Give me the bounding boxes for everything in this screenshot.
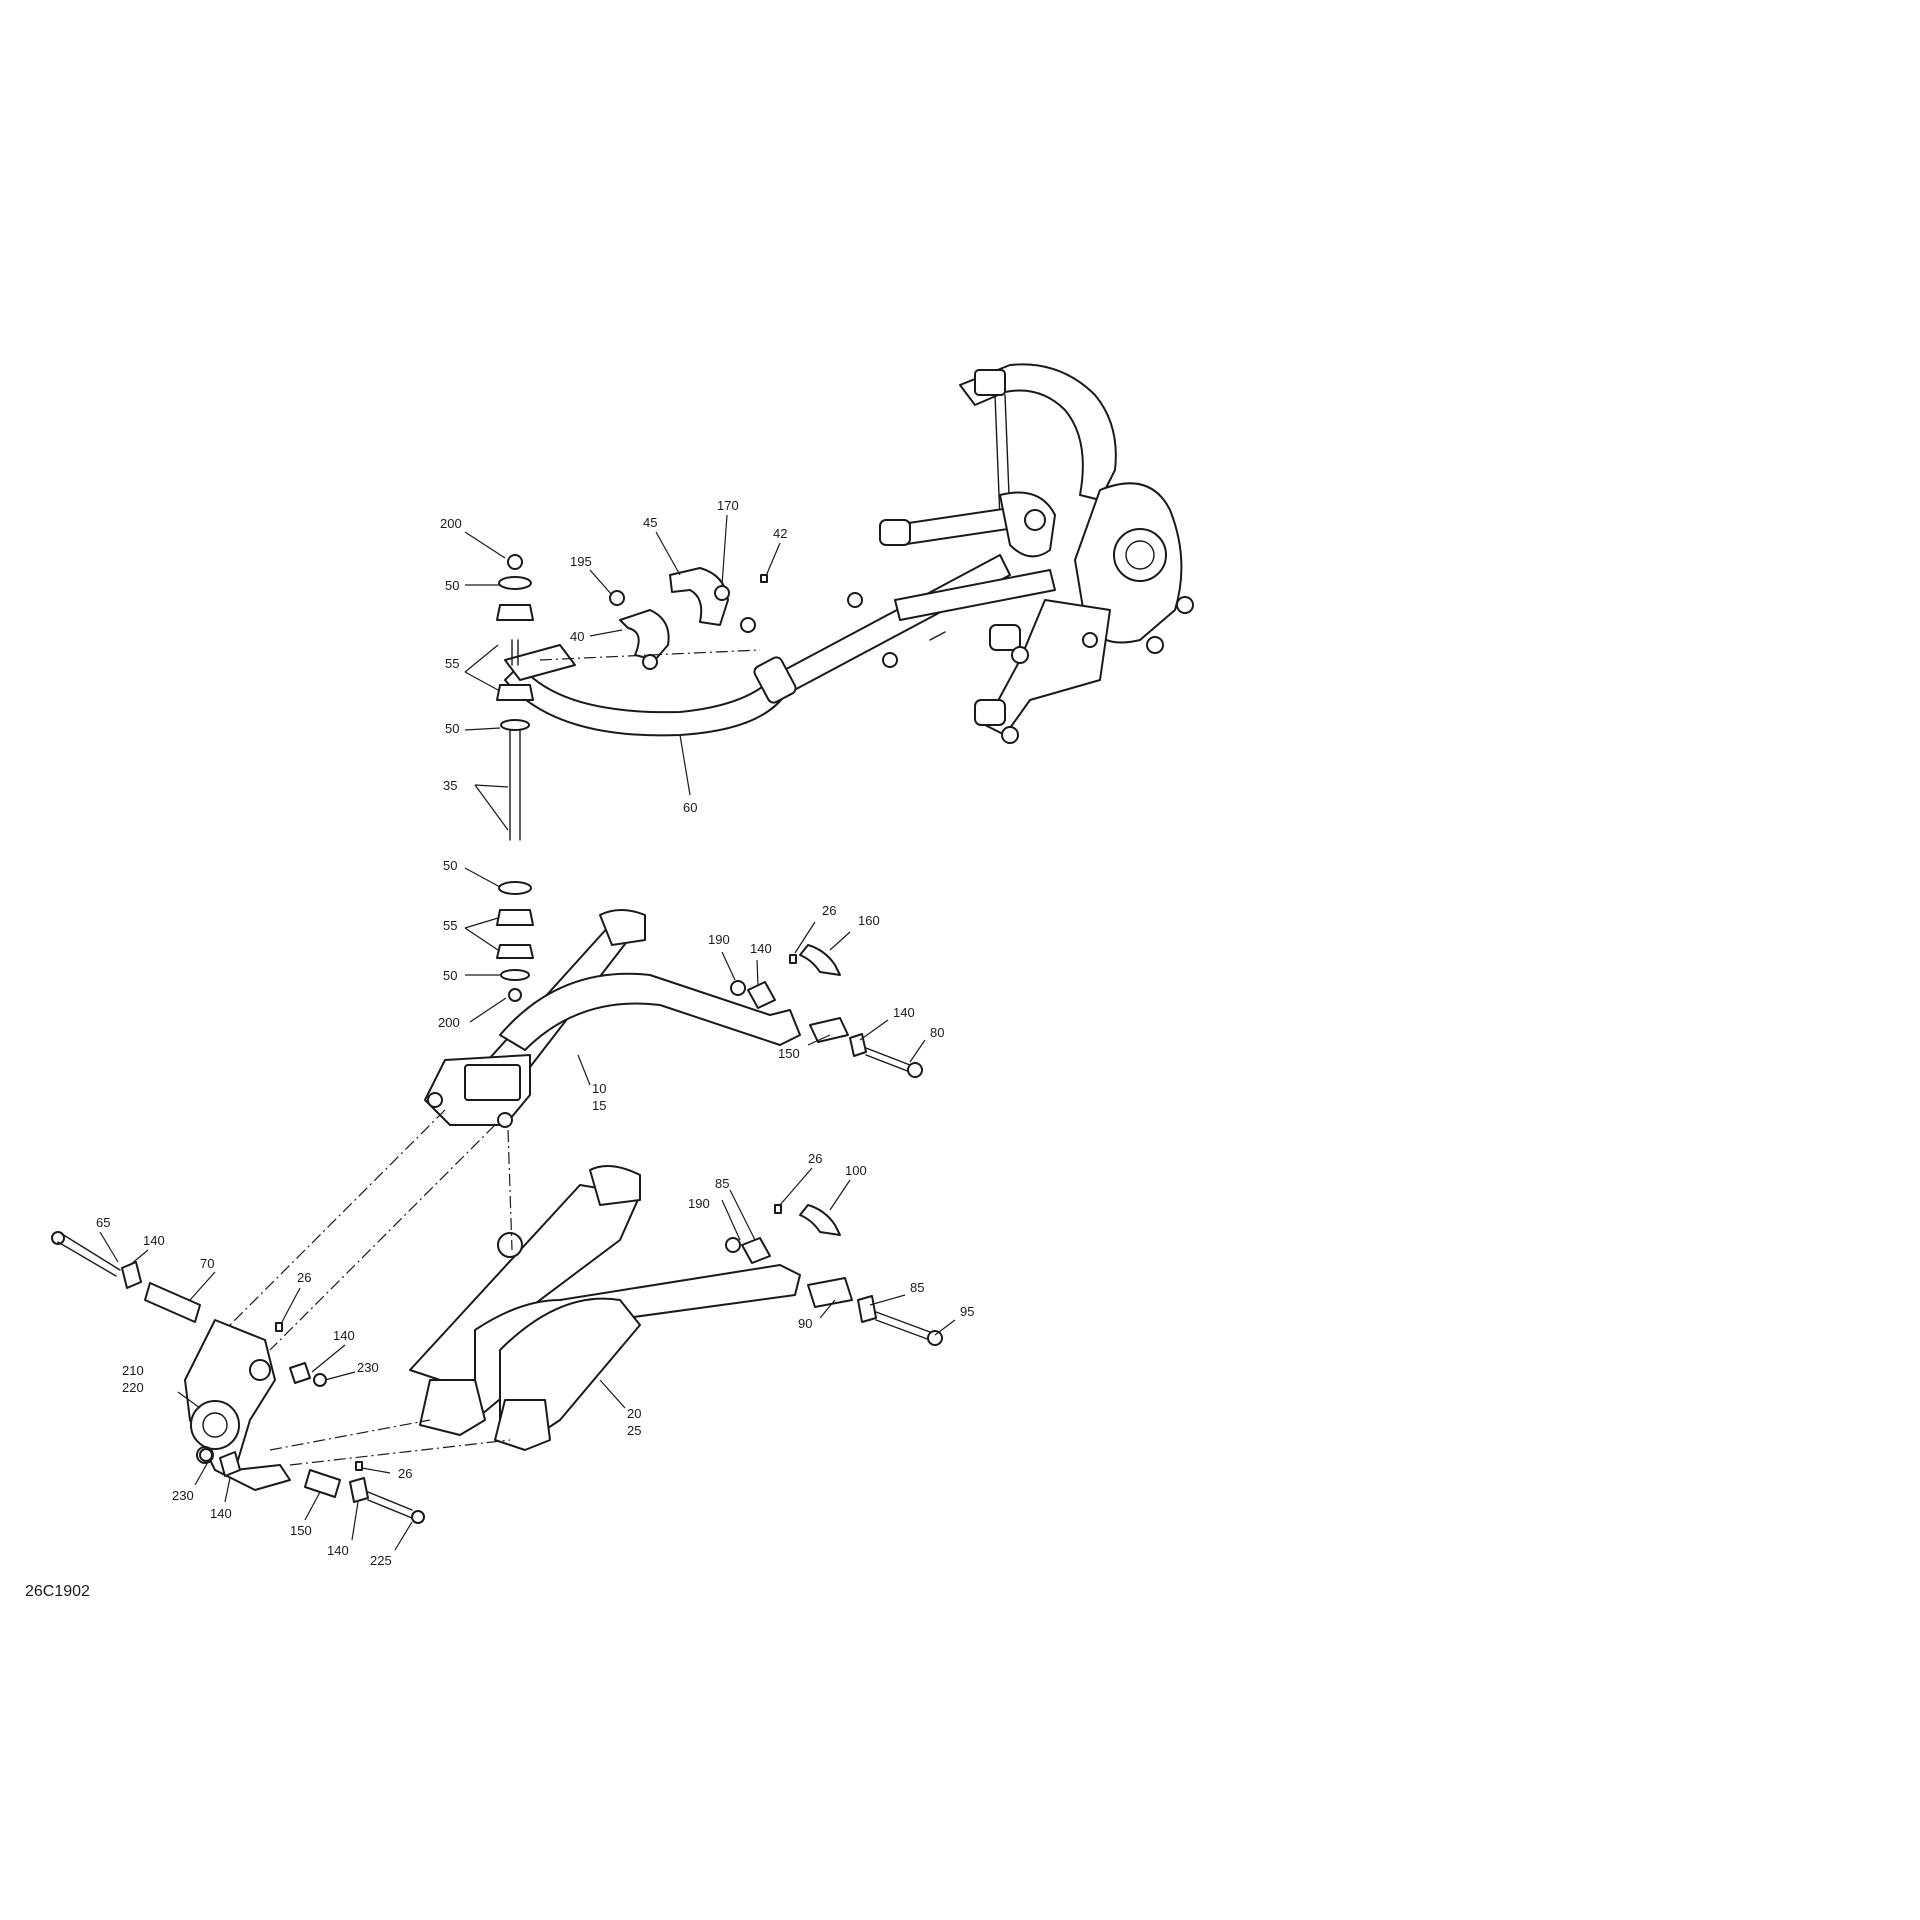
callout-55-bottom: 55 [443, 918, 457, 933]
callout-200-bottom: 200 [438, 1015, 460, 1030]
knuckle-hardware [51, 1231, 425, 1524]
callout-50-a: 50 [445, 578, 459, 593]
callout-140-knuckle-c: 140 [210, 1506, 232, 1521]
callout-230-knuckle-a: 230 [357, 1360, 379, 1375]
callout-26-upper: 26 [822, 903, 836, 918]
callout-42: 42 [773, 526, 787, 541]
callout-85-lower-b: 85 [910, 1280, 924, 1295]
callout-65: 65 [96, 1215, 110, 1230]
callout-35: 35 [443, 778, 457, 793]
callout-140-knuckle-b: 140 [333, 1328, 355, 1343]
callout-70: 70 [200, 1256, 214, 1271]
sway-link-stack [496, 554, 534, 1002]
callout-210: 210 [122, 1363, 144, 1378]
callout-40: 40 [570, 629, 584, 644]
callout-80: 80 [930, 1025, 944, 1040]
callout-85-lower-a: 85 [715, 1176, 729, 1191]
wheel-knuckle [184, 1319, 291, 1491]
callout-225: 225 [370, 1553, 392, 1568]
figure-reference: 26C1902 [25, 1583, 90, 1600]
lower-arm-hardware [725, 1204, 943, 1346]
callout-190-upper: 190 [708, 932, 730, 947]
callout-90: 90 [798, 1316, 812, 1331]
callout-26-knuckle-a: 26 [297, 1270, 311, 1285]
sway-bar-bushing-clamp [609, 567, 768, 670]
lower-control-arm [409, 1165, 801, 1451]
callout-230-knuckle-b: 230 [172, 1488, 194, 1503]
callout-50-c: 50 [443, 858, 457, 873]
callout-100: 100 [845, 1163, 867, 1178]
callout-195: 195 [570, 554, 592, 569]
callout-170: 170 [717, 498, 739, 513]
callout-150-upper: 150 [778, 1046, 800, 1061]
callout-26-knuckle-b: 26 [398, 1466, 412, 1481]
callout-140-knuckle-a: 140 [143, 1233, 165, 1248]
callout-labels: 200 50 55 50 35 50 55 50 200 45 170 42 1… [96, 498, 974, 1568]
callout-140-knuckle-d: 140 [327, 1543, 349, 1558]
callout-190-lower: 190 [688, 1196, 710, 1211]
callout-10: 10 [592, 1081, 606, 1096]
callout-50-b: 50 [445, 721, 459, 736]
callout-leaders [99, 514, 956, 1551]
assembly-center-lines [229, 649, 761, 1466]
callout-26-lower: 26 [808, 1151, 822, 1166]
callout-60: 60 [683, 800, 697, 815]
callout-50-d: 50 [443, 968, 457, 983]
callout-95: 95 [960, 1304, 974, 1319]
callout-150-knuckle: 150 [290, 1523, 312, 1538]
callout-20: 20 [627, 1406, 641, 1421]
callout-140-upper-b: 140 [893, 1005, 915, 1020]
upper-arm-hardware [730, 944, 923, 1078]
sway-bar-assembly [504, 363, 1194, 744]
callout-200-top: 200 [440, 516, 462, 531]
callout-15: 15 [592, 1098, 606, 1113]
callout-140-upper-a: 140 [750, 941, 772, 956]
upper-control-arm [424, 909, 801, 1128]
callout-25: 25 [627, 1423, 641, 1438]
callout-160: 160 [858, 913, 880, 928]
callout-55-top: 55 [445, 656, 459, 671]
callout-220: 220 [122, 1380, 144, 1395]
callout-45: 45 [643, 515, 657, 530]
